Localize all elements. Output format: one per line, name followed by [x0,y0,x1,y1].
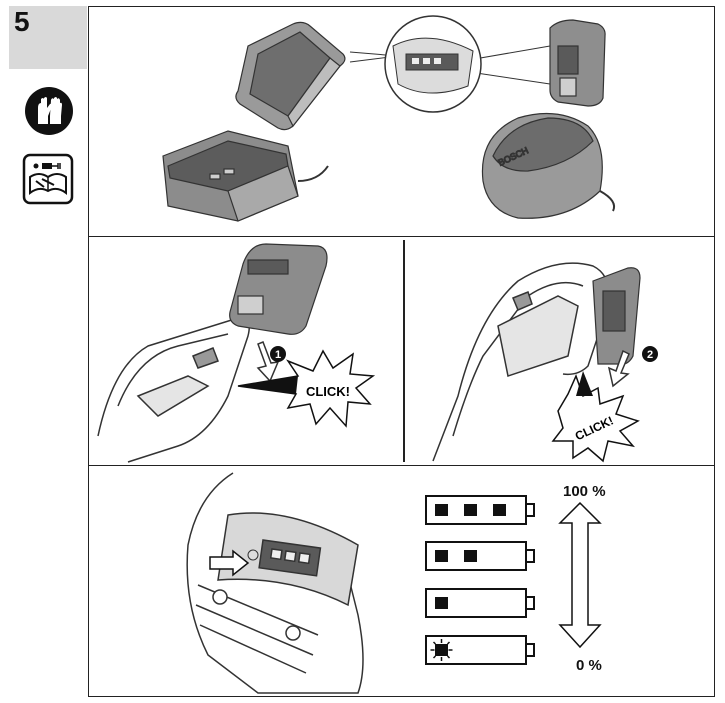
label-100-percent: 100 % [563,483,606,500]
indicator-button [247,549,259,561]
insert-battery-illustration: 1 CLICK! 2 CLICK! [97,243,658,463]
charge-level-3 [425,588,535,618]
charge-bar [435,597,448,609]
battery-tip [525,596,535,610]
charge-bar [435,644,448,656]
blink-ray [446,641,451,645]
charger-detail-zoom [384,15,482,113]
step-tab [9,6,87,69]
charger-left [162,130,329,222]
charge-bar [435,504,448,516]
charge-level-1 [425,495,535,525]
marker-2-label: 2 [647,349,653,361]
blink-ray [446,655,451,659]
charge-level-list [425,495,535,665]
charge-status-illustration [186,472,602,694]
click-burst-right [551,373,640,463]
charge-bar [464,550,477,562]
charge-range-arrow [558,501,602,649]
charge-bar [435,550,448,562]
charge-bar [493,504,506,516]
tool-handle-left [97,317,250,463]
battery-pack [235,21,346,131]
step-number: 5 [14,6,30,37]
gloves-icon [25,87,73,135]
charger-right: BOSCH [481,112,616,219]
battery-indicator-closeup [186,472,364,694]
panel-divider [403,240,405,462]
label-0-percent: 0 % [576,657,602,674]
marker-1 [270,346,286,362]
arrow-down-left [256,341,280,383]
blink-ray [432,655,437,659]
charge-level-2 [425,541,535,571]
arrow-down-right [607,349,630,388]
click-text-left: CLICK! [306,384,350,399]
charging-illustration: BOSCH [162,15,616,222]
battery-tip [525,503,535,517]
press-button-arrow [209,549,250,577]
battery-upright [549,19,606,107]
blink-ray [432,641,437,645]
read-manual-icon [22,153,74,205]
charge-level-4 [425,635,535,665]
battery-insert-right [592,267,641,365]
tool-handle-right [432,262,610,462]
marker-2 [642,346,658,362]
battery-tip [525,643,535,657]
marker-1-label: 1 [275,349,281,361]
battery-insert-left [229,243,328,335]
click-burst-left [237,349,376,428]
charge-bar [464,504,477,516]
battery-tip [525,549,535,563]
